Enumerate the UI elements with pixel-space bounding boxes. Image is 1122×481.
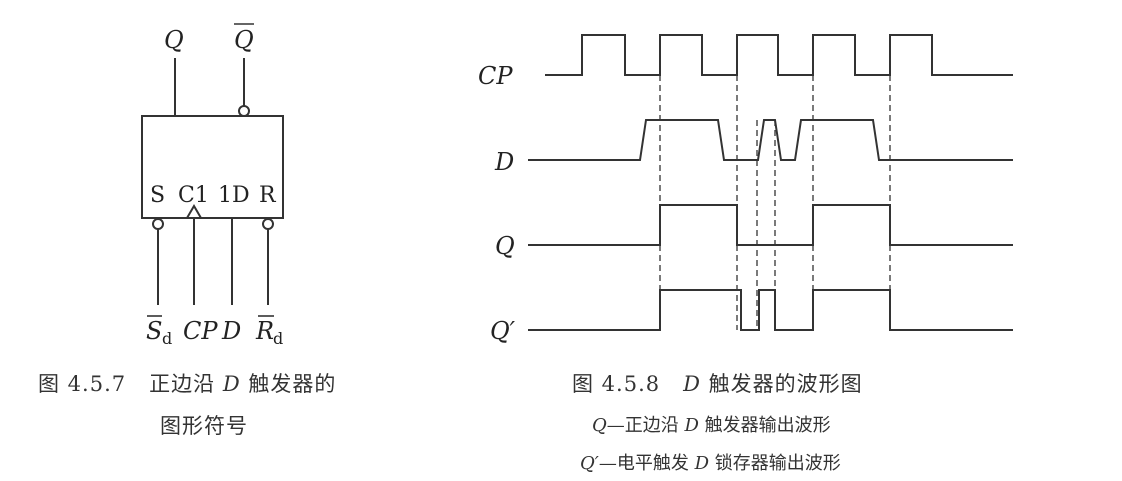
d-signal-label: D — [494, 148, 514, 176]
c1-terminal-label: C1 — [178, 183, 209, 208]
q-output-label: Q — [164, 26, 184, 54]
symbol-caption-text-b: 触发器的 — [240, 372, 337, 396]
qprime-signal-label: Q′ — [490, 317, 516, 345]
rd-subscript: d — [273, 329, 283, 348]
waveform-caption-line2-a: —正边沿 — [606, 415, 685, 436]
qbar-output-label: Q — [234, 26, 254, 54]
symbol-caption-line2: 图形符号 — [160, 414, 248, 438]
symbol-caption-var: D — [222, 372, 241, 396]
symbol-caption-line1: 图 4.5.7 正边沿 D 触发器的 — [38, 368, 336, 398]
waveform-caption-line3-b: 锁存器输出波形 — [709, 453, 841, 474]
rd-inversion-bubble — [262, 218, 274, 230]
q-waveform — [528, 204, 1013, 246]
r-terminal-label: R — [259, 183, 277, 208]
sd-subscript: d — [162, 329, 172, 348]
symbol-caption-text-a: 正边沿 — [149, 372, 223, 396]
rd-pin-label: R d — [255, 315, 283, 348]
flip-flop-symbol — [141, 58, 284, 305]
cp-waveform — [545, 34, 1013, 76]
sd-pin-label: S d — [146, 315, 172, 348]
1d-terminal-label: 1D — [218, 183, 250, 208]
waveform-caption-line3-a: —电平触发 — [598, 453, 695, 474]
waveform-caption-line3: Q′—电平触发 D 锁存器输出波形 — [580, 449, 841, 475]
waveform-caption-title: 触发器的波形图 — [700, 372, 863, 396]
d-pin-label: D — [221, 317, 241, 345]
cp-pin-label: CP — [183, 317, 218, 345]
waveform-caption-line2-var: D — [684, 415, 699, 436]
flip-flop-box — [141, 115, 284, 219]
waveform-caption-line2: Q—正边沿 D 触发器输出波形 — [592, 411, 831, 437]
s-terminal-label: S — [150, 183, 165, 208]
d-waveform — [528, 119, 1013, 161]
waveform-figure-number: 图 4.5.8 — [572, 372, 661, 396]
rd-main-label: R — [255, 317, 274, 345]
symbol-figure-number: 图 4.5.7 — [38, 372, 127, 396]
q-signal-label: Q — [495, 232, 515, 260]
sd-main-label: S — [146, 317, 162, 345]
waveform-caption-line2-b: 触发器输出波形 — [698, 415, 831, 436]
waveform-caption-qprime: Q′ — [580, 453, 599, 474]
qprime-waveform — [528, 289, 1013, 331]
waveform-caption-line1: 图 4.5.8 D 触发器的波形图 — [572, 368, 863, 398]
sd-inversion-bubble — [152, 218, 164, 230]
edge-dashed-lines — [659, 75, 891, 330]
qbar-inversion-bubble — [238, 105, 250, 117]
waveform-caption-var: D — [683, 372, 701, 396]
clock-edge-triangle — [186, 204, 202, 219]
cp-signal-label: CP — [478, 62, 513, 90]
waveform-caption-line3-var: D — [694, 453, 710, 474]
waveform-caption-q: Q — [592, 415, 607, 436]
